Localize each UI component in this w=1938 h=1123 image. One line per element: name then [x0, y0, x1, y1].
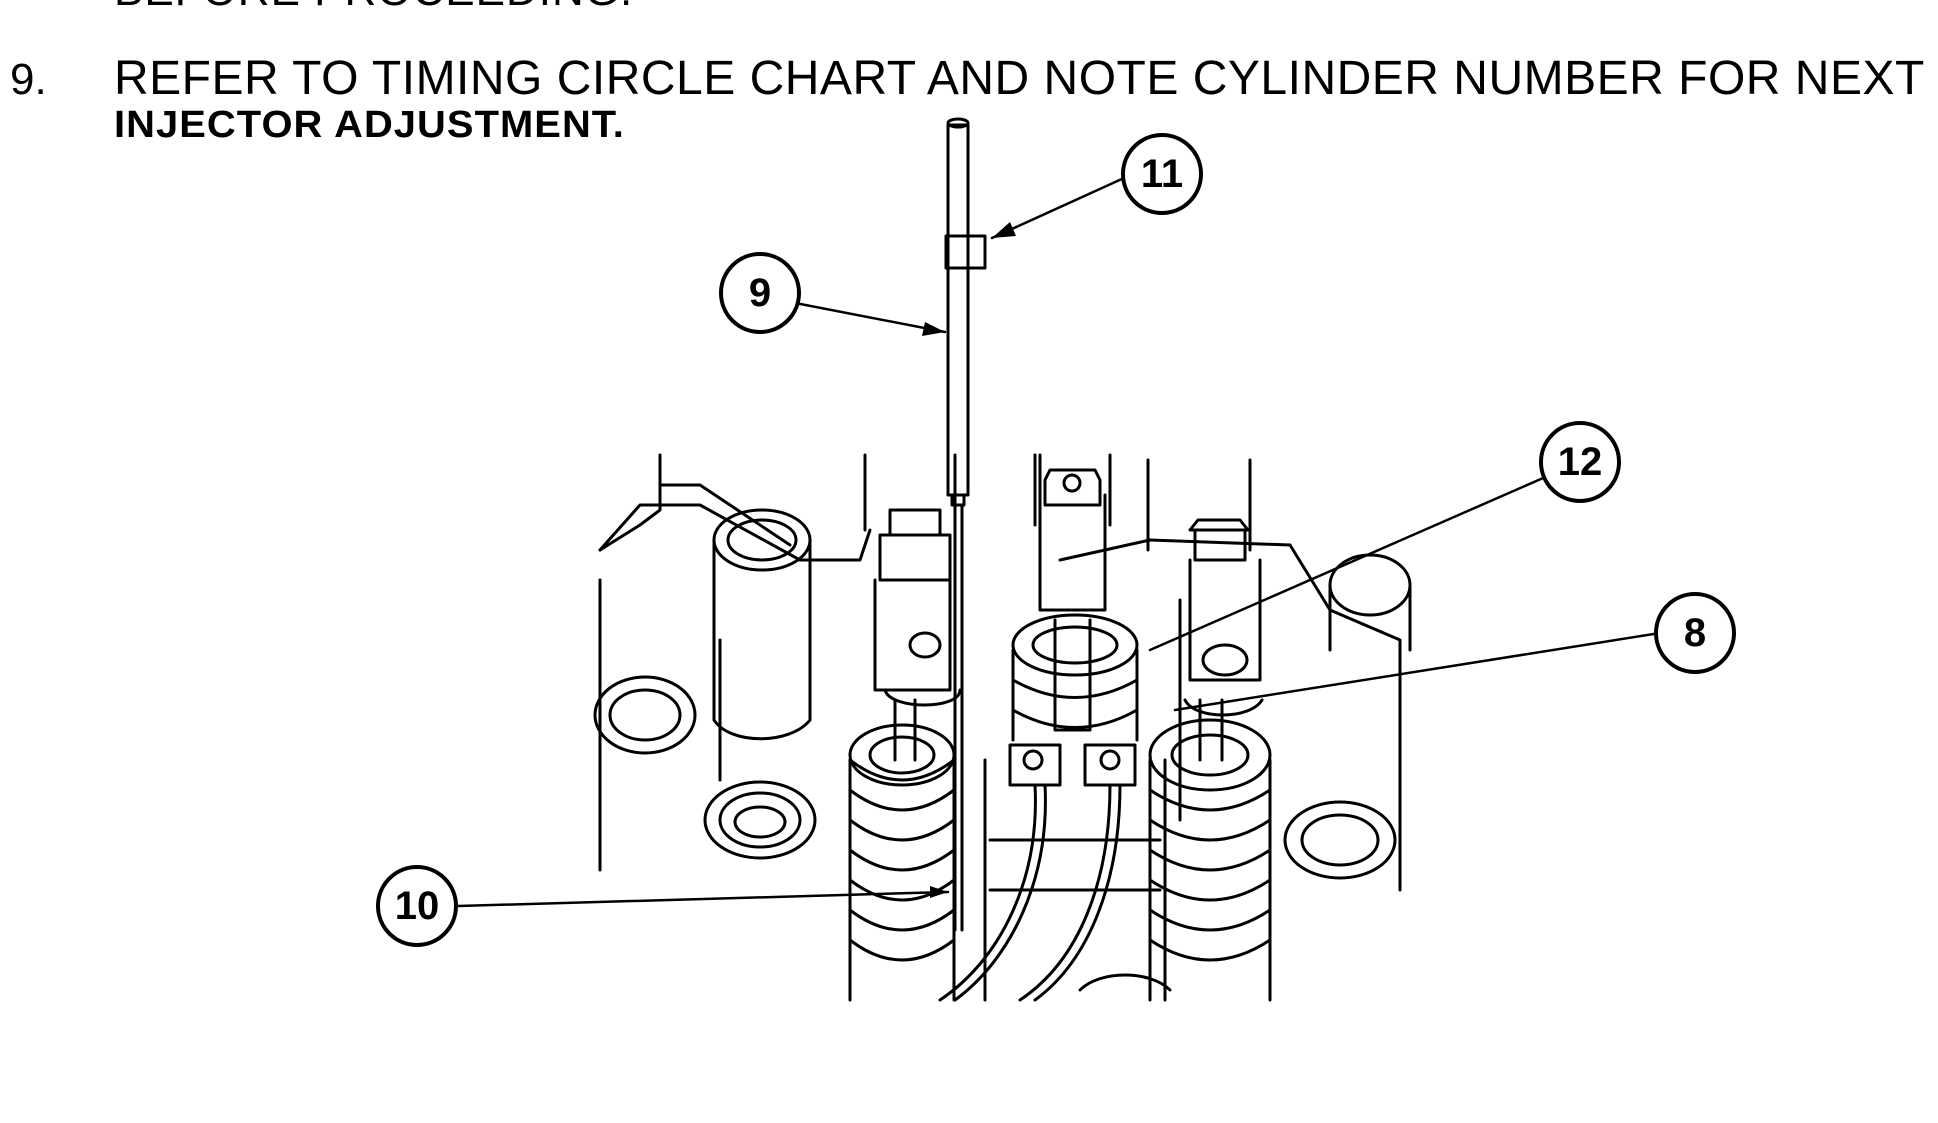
step-instruction-line-1: REFER TO TIMING CIRCLE CHART AND NOTE CY… — [114, 52, 1938, 105]
right-plug-wells — [1283, 553, 1412, 880]
indicator-rod — [944, 117, 987, 932]
callout-11-label: 11 — [1141, 152, 1183, 196]
cylinder-head-outline — [598, 453, 1402, 892]
callout-8-label: 8 — [1684, 611, 1706, 655]
left-injector-assembly — [863, 453, 962, 707]
step-number: 9. — [10, 55, 47, 104]
right-valve-spring — [1148, 698, 1272, 1002]
left-valve-spring — [848, 698, 956, 1002]
callout-11: 11 — [1121, 133, 1203, 215]
callout-12-label: 12 — [1558, 440, 1603, 484]
leader-lines — [456, 171, 1662, 908]
callout-8: 8 — [1654, 592, 1736, 674]
callout-9-label: 9 — [749, 271, 771, 315]
callout-10-label: 10 — [395, 884, 440, 928]
leader-arrowheads — [922, 222, 1016, 898]
center-injector-assembly — [1011, 453, 1139, 742]
right-injector-assembly — [1146, 458, 1264, 717]
cut-off-text-line: BEFORE PROCEEDING. — [114, 0, 633, 16]
rocker-base-and-fuel-lines — [938, 743, 1172, 1002]
callout-9: 9 — [719, 252, 801, 334]
callout-10: 10 — [376, 865, 458, 947]
step-instruction-line-2: INJECTOR ADJUSTMENT. — [114, 104, 625, 146]
callout-12: 12 — [1539, 421, 1621, 503]
left-plug-wells — [593, 508, 817, 860]
